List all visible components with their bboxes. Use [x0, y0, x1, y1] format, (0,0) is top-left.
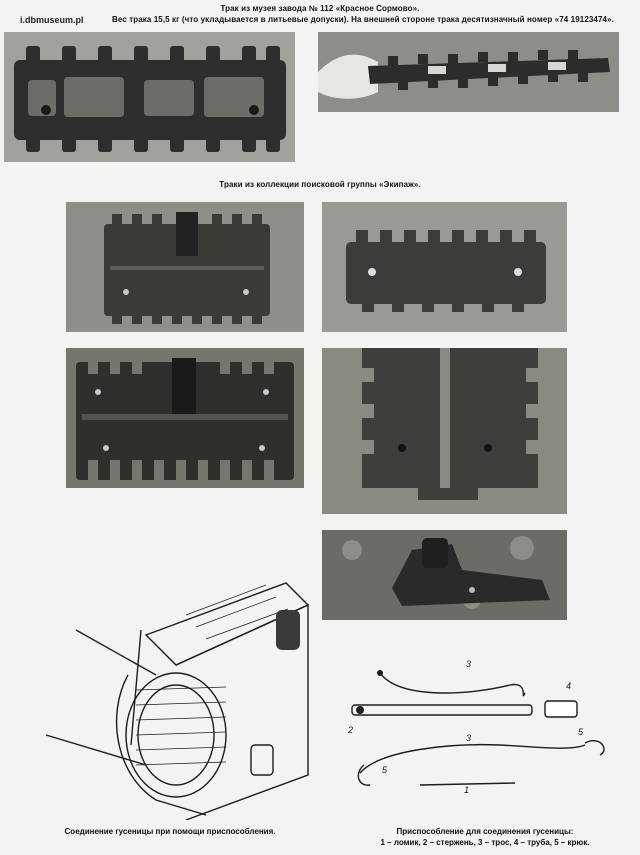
photo-ekipazh-track-3: [66, 348, 304, 488]
caption-tool-set-legend: 1 – ломик, 2 – стержень, 3 – трос, 4 – т…: [380, 838, 590, 847]
photo-ekipazh-track-2: [322, 202, 567, 332]
tool-label-5-right: 5: [578, 727, 584, 737]
caption-top-line-2: Вес трака 15,5 кг (что укладывается в ли…: [112, 15, 614, 24]
photo-track-held-in-hand: [318, 32, 619, 112]
caption-top-line-1: Трак из музея завода № 112 «Красное Сорм…: [220, 4, 420, 13]
drawing-track-connection: [36, 575, 310, 820]
caption-tool-set-title: Приспособление для соединения гусеницы:: [396, 827, 574, 836]
tool-label-3-bottom: 3: [466, 733, 472, 743]
tool-label-4: 4: [566, 681, 572, 691]
tool-label-5-left: 5: [382, 765, 388, 775]
tool-label-2: 2: [348, 725, 354, 735]
caption-track-connection: Соединение гусеницы при помощи приспособ…: [64, 827, 276, 836]
caption-ekipazh-collection: Траки из коллекции поисковой группы «Эки…: [219, 180, 421, 189]
photo-museum-track: [4, 32, 295, 162]
tool-label-3-top: 3: [466, 659, 472, 669]
drawing-connection-tool-set: 3 4 2 3 5 5 1: [340, 655, 620, 815]
tool-label-1: 1: [464, 785, 470, 795]
photo-ekipazh-track-4: [322, 348, 567, 514]
photo-ekipazh-track-1: [66, 202, 304, 332]
photo-track-in-ground: [322, 530, 567, 620]
site-watermark: i.dbmuseum.pl: [20, 15, 84, 25]
